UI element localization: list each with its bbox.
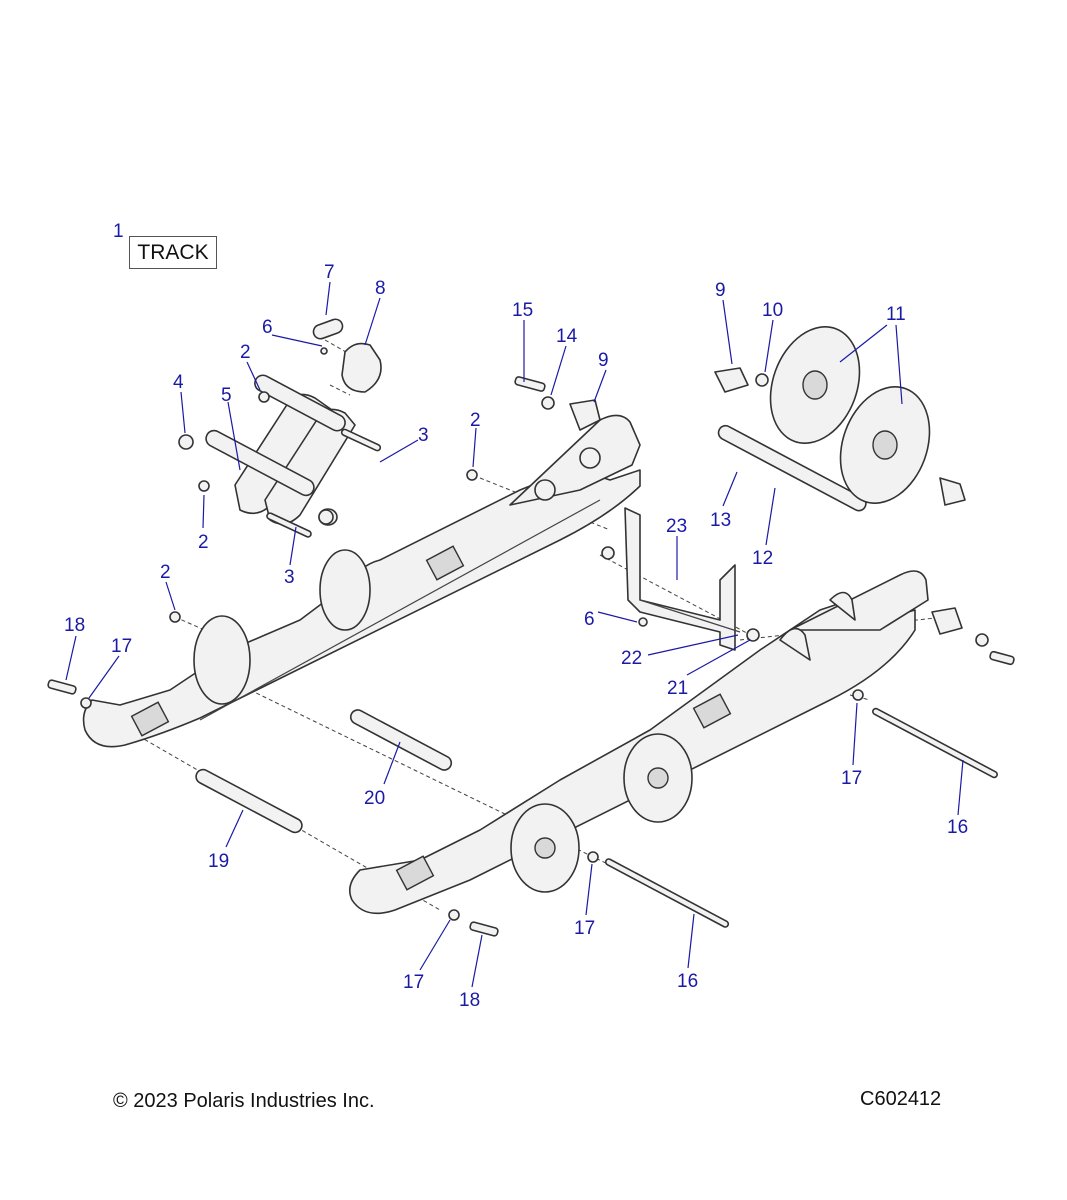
front-scissor-arm: [205, 374, 356, 526]
callout-9-right: 9: [715, 280, 726, 301]
callout-5: 5: [221, 385, 232, 406]
rear-axle-wheels: [717, 326, 931, 512]
callout-3-upper: 3: [418, 425, 429, 446]
callout-9-middle: 9: [598, 350, 609, 371]
callout-21: 21: [667, 678, 688, 699]
callout-12: 12: [752, 548, 773, 569]
callout-16-right: 16: [947, 817, 968, 838]
callout-11: 11: [886, 304, 906, 325]
callout-2-upper: 2: [240, 342, 251, 363]
callout-10: 10: [762, 300, 783, 321]
callout-1: 1: [113, 221, 124, 242]
copyright-text: © 2023 Polaris Industries Inc.: [113, 1090, 375, 1112]
callout-13: 13: [710, 510, 731, 531]
callout-2-front: 2: [160, 562, 171, 583]
callout-22: 22: [621, 648, 642, 669]
right-rail: [349, 570, 929, 915]
callout-23: 23: [666, 516, 687, 537]
callout-leaders: [65, 281, 964, 988]
callout-15: 15: [512, 300, 533, 321]
callout-8: 8: [375, 278, 386, 299]
diagram-code: C602412: [860, 1088, 942, 1110]
rear-bracket: [624, 507, 741, 651]
callout-17-right: 17: [841, 768, 862, 789]
hardware: [47, 318, 1015, 937]
callout-4: 4: [173, 372, 184, 393]
callout-18-front: 18: [64, 615, 85, 636]
callout-17-lower: 17: [403, 972, 424, 993]
callout-3-lower: 3: [284, 567, 295, 588]
callout-numbers: 1 2 2 2 2 3 3 4 5 6 6 7 8 9 9 10 11 12 1…: [64, 221, 968, 1011]
callout-20: 20: [364, 788, 385, 809]
callout-19: 19: [208, 851, 229, 872]
callout-17-middle: 17: [574, 918, 595, 939]
callout-14: 14: [556, 326, 578, 347]
track-label-box: TRACK: [129, 236, 217, 269]
callout-18-lower: 18: [459, 990, 480, 1011]
callout-6-lower: 6: [584, 609, 595, 630]
callout-17-front: 17: [111, 636, 132, 657]
callout-2-lower-left: 2: [198, 532, 209, 553]
callout-6-upper: 6: [262, 317, 273, 338]
callout-2-middle: 2: [470, 410, 481, 431]
callout-7: 7: [324, 262, 335, 283]
callout-16-lower: 16: [677, 971, 698, 992]
left-rail: [82, 414, 641, 748]
